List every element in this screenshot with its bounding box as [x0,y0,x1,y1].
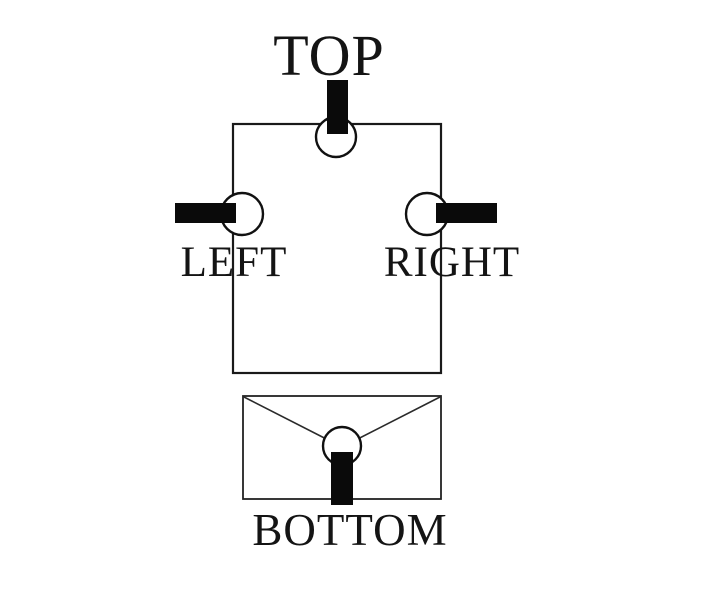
right-label: RIGHT [383,239,521,286]
bottom-plug-bar [331,452,353,505]
top-label: TOP [273,23,385,88]
left-plug-bar [175,203,236,223]
left-label: LEFT [180,239,288,286]
main-panel-outline [231,122,443,375]
top-plug-bar [327,80,348,134]
bottom-label: BOTTOM [252,505,448,555]
right-plug-bar [436,203,497,223]
